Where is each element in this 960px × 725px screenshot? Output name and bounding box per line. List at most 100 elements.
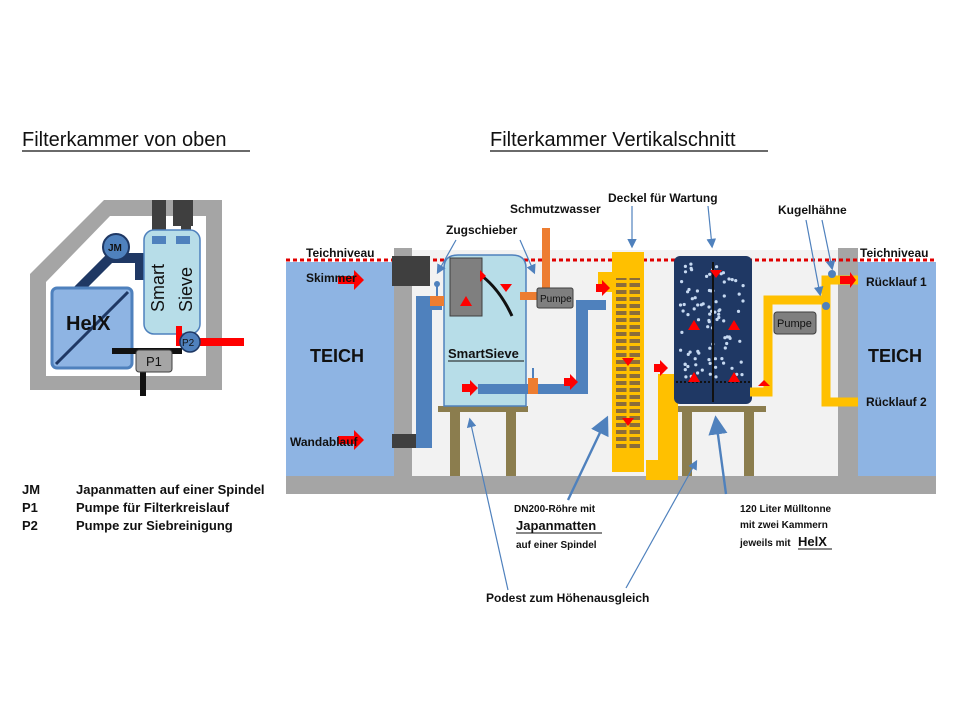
mat-stripe (616, 301, 640, 304)
mat-stripe (616, 329, 640, 332)
helix-bubble (696, 349, 700, 353)
tonne-label-line1: 120 Liter Mülltonne (740, 504, 832, 515)
mat-stripe (616, 371, 640, 374)
mat-stripe (616, 392, 640, 395)
helix-bubble (695, 289, 700, 293)
legend-desc: Pumpe für Filterkreislauf (76, 500, 230, 515)
podest-left (438, 406, 528, 412)
dn200-label-line1: DN200-Röhre mit (514, 504, 596, 515)
return-pipe-2 (821, 300, 858, 407)
helix-bubble (739, 360, 743, 364)
helix-bubble (741, 299, 745, 303)
helix-bubble (715, 265, 719, 269)
helix-bubble (684, 375, 688, 379)
helix-bubble (722, 280, 726, 284)
helix-media (678, 262, 745, 379)
helix-bubble (734, 279, 738, 283)
wandablauf-pipe (392, 434, 418, 448)
mat-stripe (616, 336, 640, 339)
mat-stripe (616, 434, 640, 437)
helix-bubble (683, 264, 688, 268)
kugelhaehne-label: Kugelhähne (778, 203, 847, 217)
chamber-floor (286, 476, 936, 494)
mat-stripe (616, 294, 640, 297)
legend-desc: Pumpe zur Siebreinigung (76, 518, 233, 533)
smartsieve-top (143, 229, 201, 335)
helix-bubble (707, 318, 711, 323)
mat-stripe (616, 322, 640, 325)
helix-bubble (681, 309, 685, 313)
ruecklauf2-label: Rücklauf 2 (866, 395, 927, 409)
legend-desc: Japanmatten auf einer Spindel (76, 482, 265, 497)
pump-sieve-cleaning (536, 287, 574, 309)
pump-filter-circuit (773, 311, 817, 335)
skimmer-pipe (392, 256, 430, 286)
teichniveau-right-label: Teichniveau (860, 246, 928, 260)
helix-bubble (690, 297, 694, 301)
helix-bubble (696, 371, 700, 375)
helix-bubble (713, 357, 718, 361)
smartsieve-label: SmartSieve (448, 346, 519, 361)
teich-right-label: TEICH (868, 346, 922, 366)
helix-bubble (720, 357, 724, 361)
legend-abbr: JM (22, 482, 41, 497)
top-view-pipe (74, 253, 145, 294)
helix-bubble (741, 284, 745, 288)
legend-abbr: P2 (22, 518, 38, 533)
schmutzwasser-label: Schmutzwasser (510, 202, 601, 216)
helix-bubble (687, 287, 691, 292)
mat-stripe (616, 280, 640, 283)
helix-bubble (717, 315, 721, 320)
helix-bubble (686, 313, 690, 317)
japanmatten-spindle (102, 233, 130, 261)
mat-stripe (616, 406, 640, 409)
teich-left-label: TEICH (310, 346, 364, 366)
tonne-label-line3a: jeweils mit (739, 538, 791, 549)
helix-bubble (693, 296, 697, 300)
helix-bubble (713, 310, 717, 314)
vertical-section-title: Filterkammer Vertikalschnitt (490, 129, 736, 151)
chamber-wall-right (838, 248, 858, 478)
teichniveau-left-label: Teichniveau (306, 246, 374, 260)
dn200-label-line2: Japanmatten (516, 518, 596, 533)
deckel-label: Deckel für Wartung (608, 191, 718, 205)
callout-lines (436, 205, 836, 591)
helix-bubble (730, 278, 734, 282)
helix-bubble (682, 302, 686, 307)
helix-bubble (737, 292, 741, 296)
mat-stripe (616, 315, 640, 318)
top-view-title: Filterkammer von oben (22, 129, 227, 151)
helix-bubble (708, 361, 712, 365)
tonne-label-line2: mit zwei Kammern (740, 520, 828, 531)
helix-bubble (740, 373, 744, 377)
helix-bubble (707, 305, 711, 309)
helix-bubble (699, 303, 704, 307)
helix-bubble (709, 289, 713, 293)
helix-bubble (725, 341, 729, 346)
pump-p1-top (135, 349, 173, 373)
sieve-screen (481, 274, 514, 317)
helix-bubble (719, 272, 723, 276)
helix-bubble (680, 330, 684, 334)
ball-valve-1 (828, 270, 836, 278)
dn200-label-line3: auf einer Spindel (516, 540, 597, 551)
podest-right (672, 406, 766, 412)
helix-bubble (708, 372, 712, 376)
top-view-diagram: HelX Smart Sieve JM P1 P2 (30, 200, 244, 396)
p2-label: P2 (182, 338, 195, 349)
helix-bubble (708, 346, 712, 350)
legend-abbr: P1 (22, 500, 38, 515)
helix-bubble (680, 280, 684, 284)
helix-bubble (689, 262, 693, 266)
mat-stripe (616, 385, 640, 388)
helix-bubble (714, 365, 718, 369)
helix-bubble (714, 375, 718, 379)
wandablauf-label: Wandablauf (290, 435, 359, 449)
helix-bubble (708, 312, 712, 316)
helix-bubble (683, 368, 687, 372)
zugschieber-label: Zugschieber (446, 223, 518, 237)
pump-p2-top (179, 331, 201, 353)
helix-bubble (689, 266, 693, 270)
helix-bubble (705, 274, 709, 278)
helix-label: HelX (66, 313, 111, 335)
